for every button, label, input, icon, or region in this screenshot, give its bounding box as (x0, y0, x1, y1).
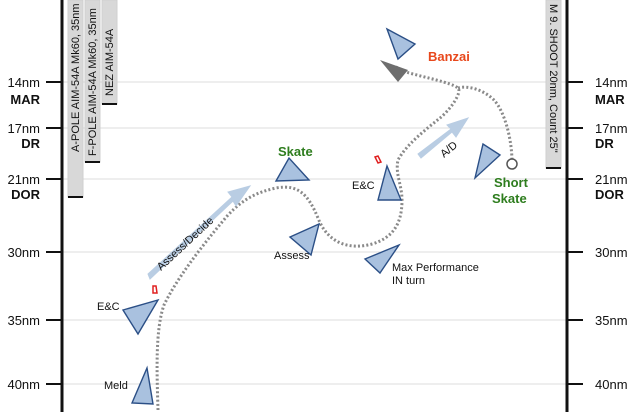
f-pole-label: F-POLE AIM-54A Mk60, 35nm (87, 8, 99, 156)
range-label-35nm-left: 35nm (7, 313, 40, 328)
left-range-labels: 14nm MAR 17nm DR 21nm DOR 30nm 35nm 40nm (7, 75, 40, 392)
range-label-35nm-right: 35nm (595, 313, 628, 328)
ad-label: A/D (438, 139, 460, 160)
aircraft-group (121, 27, 502, 405)
aircraft-triangle-icon (385, 27, 417, 61)
range-label-30nm-left: 30nm (7, 245, 40, 260)
flight-path-line (155, 64, 514, 411)
nez-label: NEZ AIM-54A (104, 28, 116, 96)
aircraft-triangle-icon (121, 298, 160, 336)
range-label-17nm-right: 17nm (595, 121, 628, 136)
assess-decide-label: Assess/Decide (155, 215, 216, 273)
aircraft-triangle-icon (377, 163, 403, 201)
range-label-14nm-left: 14nm (7, 75, 40, 90)
shoot-label: M 9. SHOOT 20nm, Count 25" (547, 4, 559, 153)
left-axis-ticks (46, 81, 62, 385)
path-arrowhead-icon (380, 60, 408, 82)
range-label-14nm-right: 14nm (595, 75, 628, 90)
max-performance-label-line2: IN turn (392, 275, 425, 287)
aircraft-triangle-icon (288, 222, 321, 257)
ec-lower-label: E&C (97, 301, 120, 313)
ad-arrow-icon (417, 117, 470, 159)
missile-icon (373, 155, 383, 164)
banzai-label: Banzai (428, 49, 470, 64)
range-label-30nm-right: 30nm (595, 245, 628, 260)
range-tag-dr-right: DR (595, 136, 614, 151)
range-tag-dor-right: DOR (595, 187, 625, 202)
shoot-range-bar: M 9. SHOOT 20nm, Count 25" (545, 0, 562, 169)
right-range-labels: 14nm MAR 17nm DR 21nm DOR 30nm 35nm 40nm (595, 75, 628, 392)
phoenix-range-bars: A-POLE AIM-54A Mk60, 35nm F-POLE AIM-54A… (67, 0, 118, 198)
assess-label: Assess (274, 250, 310, 262)
aircraft-triangle-icon (274, 156, 311, 182)
missile-icon (152, 285, 158, 294)
range-tag-mar-left: MAR (10, 92, 40, 107)
short-skate-label-line1: Short (494, 175, 529, 190)
ec-upper-label: E&C (352, 180, 375, 192)
turn-point-icon (506, 158, 518, 170)
aircraft-triangle-icon (363, 243, 401, 275)
range-tag-dor-left: DOR (11, 187, 41, 202)
max-performance-label-line1: Max Performance (392, 262, 479, 274)
a-pole-label: A-POLE AIM-54A Mk60, 35nm (70, 3, 82, 152)
short-skate-label-line2: Skate (492, 191, 527, 206)
meld-label: Meld (104, 380, 128, 392)
right-axis-ticks (567, 81, 583, 385)
maneuver-labels: Banzai Skate Short Skate Assess/Decide A… (97, 49, 529, 392)
range-label-21nm-left: 21nm (7, 172, 40, 187)
range-tag-mar-right: MAR (595, 92, 625, 107)
skate-label: Skate (278, 144, 313, 159)
assess-decide-arrow-icon (147, 185, 252, 280)
range-label-40nm-right: 40nm (595, 377, 628, 392)
range-label-21nm-right: 21nm (595, 172, 628, 187)
range-tag-dr-left: DR (21, 136, 40, 151)
range-label-40nm-left: 40nm (7, 377, 40, 392)
aircraft-triangle-icon (130, 365, 154, 405)
range-label-17nm-left: 17nm (7, 121, 40, 136)
aircraft-triangle-icon (473, 142, 502, 181)
